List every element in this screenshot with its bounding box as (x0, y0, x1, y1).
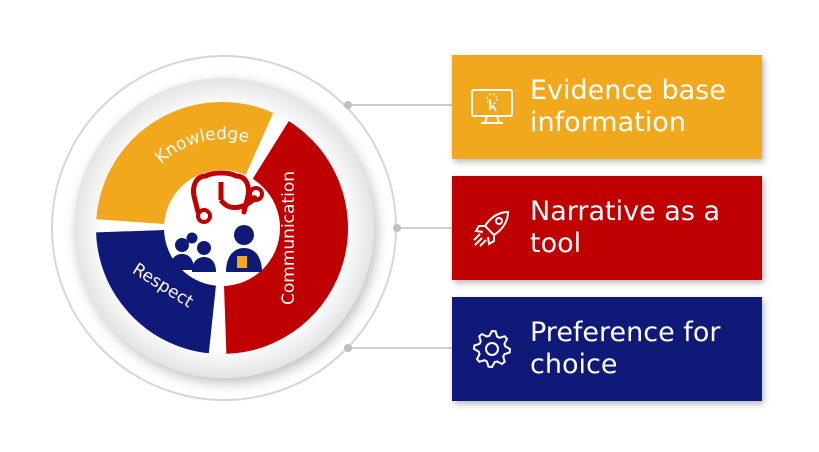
card-narrative-line-1: Narrative as a (530, 196, 721, 227)
card-narrative: Narrative as a tool (452, 176, 762, 280)
segment-respect (96, 229, 217, 354)
card-evidence-line-1: Evidence base (530, 75, 726, 106)
segment-knowledge (96, 101, 274, 225)
segment-label-communication: Communication (279, 171, 299, 305)
card-evidence-line-2: information (530, 107, 686, 138)
rocket-icon (462, 198, 522, 258)
connectors (344, 101, 452, 352)
stethoscope-with-people-icon (170, 170, 264, 272)
card-preference: Preference for choice (452, 297, 762, 401)
wheel-segments (96, 101, 349, 354)
gear-icon (462, 319, 522, 379)
segment-communication (223, 121, 349, 354)
card-evidence-base: Evidence base information (452, 55, 762, 159)
card-preference-line-1: Preference for (530, 317, 721, 348)
card-preference-line-2: choice (530, 349, 618, 380)
card-narrative-line-2: tool (530, 228, 582, 259)
computer-monitor-icon (462, 77, 522, 137)
